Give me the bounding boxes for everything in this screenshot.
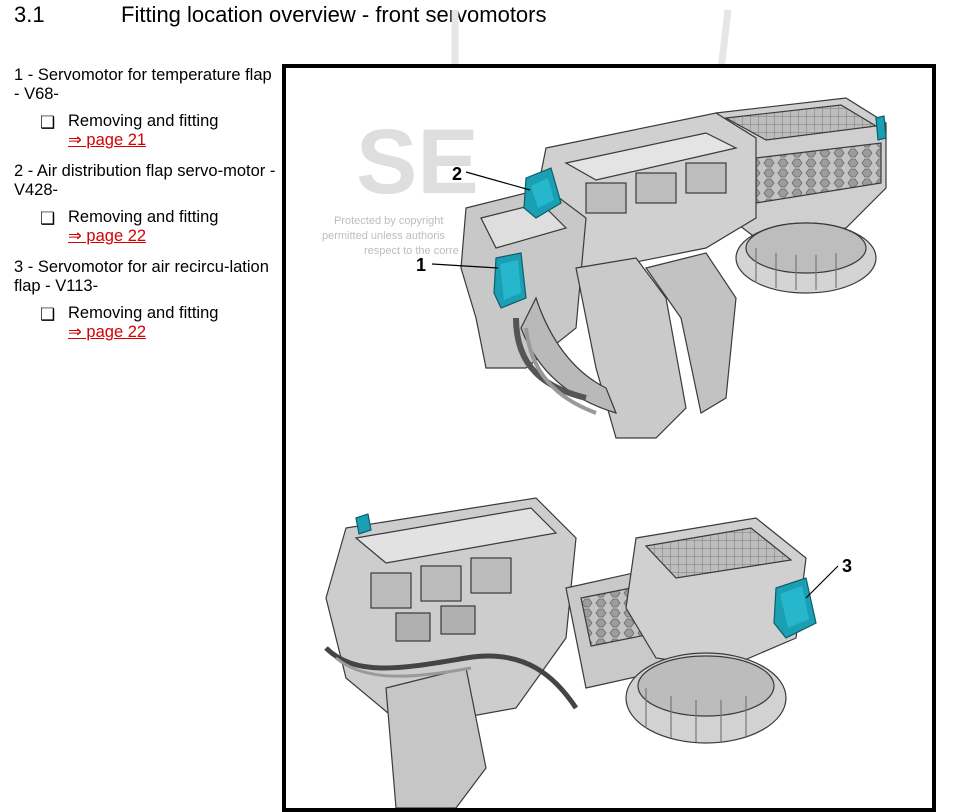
legend-item-1: 1 - Servomotor for temperature flap - V6… — [14, 66, 276, 150]
figure-frame: SE Protected by copyright permitted unle… — [282, 64, 936, 812]
upper-hvac-unit — [460, 97, 887, 439]
watermark-line-2: permitted unless authoris — [322, 230, 445, 242]
callout-leader-2 — [465, 171, 531, 191]
section-heading: 3.1 Fitting location overview - front ser… — [14, 2, 547, 28]
subitem-label: Removing and fitting — [68, 112, 219, 130]
page-link[interactable]: ⇒ page 21 — [68, 131, 147, 149]
legend-item-3: 3 - Servomotor for air recircu-lation fl… — [14, 258, 276, 342]
legend-subitem: ❑ Removing and fitting ⇒ page 21 — [14, 112, 276, 150]
subitem-label: Removing and fitting — [68, 304, 219, 322]
callout-label-3: 3 — [842, 556, 852, 576]
watermark-line-1: Protected by copyright — [334, 215, 443, 227]
section-number: 3.1 — [14, 2, 45, 27]
callout-label-1: 1 — [416, 255, 426, 275]
legend-item-title: 2 - Air distribution flap servo-motor - … — [14, 162, 276, 199]
component-legend: 1 - Servomotor for temperature flap - V6… — [14, 66, 276, 354]
checkbox-bullet-icon: ❑ — [40, 305, 56, 324]
watermark-brand: SE — [356, 111, 479, 213]
legend-item-title: 1 - Servomotor for temperature flap - V6… — [14, 66, 272, 103]
legend-subitem: ❑ Removing and fitting ⇒ page 22 — [14, 304, 276, 342]
legend-item-2: 2 - Air distribution flap servo-motor - … — [14, 162, 276, 246]
checkbox-bullet-icon: ❑ — [40, 113, 56, 132]
callout-leader-3 — [805, 565, 839, 599]
lower-hvac-unit — [324, 497, 817, 808]
subitem-label: Removing and fitting — [68, 208, 219, 226]
hvac-illustration: SE Protected by copyright permitted unle… — [322, 97, 887, 808]
callout-leader-1 — [431, 263, 499, 269]
watermark-line-3: respect to the corre — [364, 245, 459, 257]
legend-item-title: 3 - Servomotor for air recircu-lation fl… — [14, 258, 269, 295]
callout-label-2: 2 — [452, 164, 462, 184]
checkbox-bullet-icon: ❑ — [40, 209, 56, 228]
page-link[interactable]: ⇒ page 22 — [68, 227, 147, 245]
page-link[interactable]: ⇒ page 22 — [68, 323, 147, 341]
section-title: Fitting location overview - front servom… — [121, 2, 547, 27]
legend-subitem: ❑ Removing and fitting ⇒ page 22 — [14, 208, 276, 246]
